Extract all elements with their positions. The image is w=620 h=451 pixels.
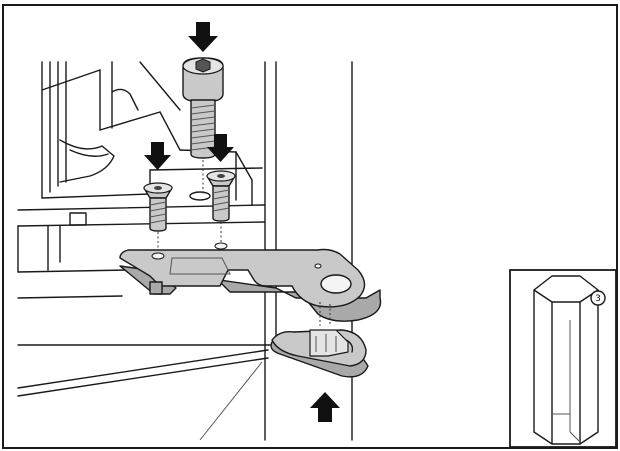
hinge-bracket: [119, 242, 382, 322]
screw-left: [143, 182, 173, 258]
callout-number: 3: [595, 294, 601, 304]
callout-badge: [590, 290, 606, 306]
arrow-down-icon: [188, 22, 218, 52]
screw-right: [206, 170, 236, 246]
arrow-up-icon: [310, 392, 340, 422]
hinge-cover: [270, 302, 369, 378]
bolt-large: [182, 57, 224, 195]
interior-rack: [41, 61, 263, 206]
inset-panel: 3: [509, 269, 617, 448]
diagram-frame: [2, 4, 618, 449]
arrow-down-icon: [207, 134, 234, 162]
arrow-down-icon: [144, 142, 171, 170]
